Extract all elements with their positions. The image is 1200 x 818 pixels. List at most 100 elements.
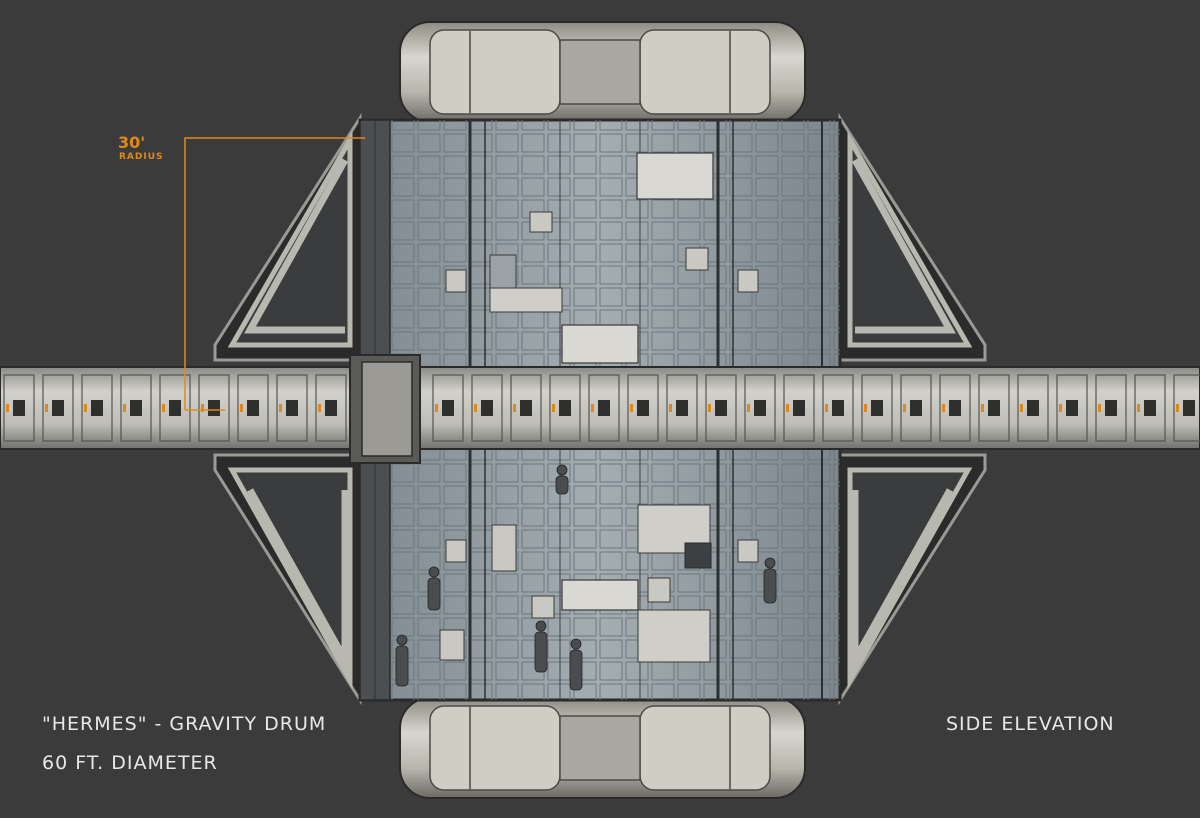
spine-light bbox=[513, 404, 516, 412]
spine-light bbox=[435, 404, 438, 412]
spine-segment bbox=[1056, 374, 1088, 442]
crew-figure bbox=[555, 464, 569, 495]
spine-hatch bbox=[520, 400, 532, 416]
spine-segment bbox=[81, 374, 113, 442]
spine-hatch bbox=[871, 400, 883, 416]
spine-segment bbox=[315, 374, 347, 442]
crew-figure bbox=[395, 634, 409, 687]
diameter-label: 60 FT. DIAMETER bbox=[42, 752, 218, 774]
spine-segment bbox=[471, 374, 503, 442]
crew-figure bbox=[427, 566, 441, 611]
spine-light bbox=[240, 404, 243, 412]
spine-segment bbox=[666, 374, 698, 442]
spine-segment bbox=[822, 374, 854, 442]
spine-light bbox=[1098, 404, 1101, 412]
spine-segment bbox=[237, 374, 269, 442]
spine-segment bbox=[198, 374, 230, 442]
spine-light bbox=[786, 404, 789, 412]
spine-light bbox=[1176, 404, 1179, 412]
spine-hatch bbox=[715, 400, 727, 416]
spine-segment bbox=[276, 374, 308, 442]
crew-figure bbox=[763, 557, 777, 604]
spine-light bbox=[1137, 404, 1140, 412]
spine-hatch bbox=[481, 400, 493, 416]
spine-light bbox=[6, 404, 9, 412]
spine-segment bbox=[120, 374, 152, 442]
left-truss bbox=[213, 112, 362, 706]
spine-segment bbox=[1017, 374, 1049, 442]
spine-segment bbox=[861, 374, 893, 442]
spine-light bbox=[903, 404, 906, 412]
spine-segment bbox=[783, 374, 815, 442]
spine-light bbox=[1059, 404, 1062, 412]
spine-hatch bbox=[832, 400, 844, 416]
spine-hatch bbox=[130, 400, 142, 416]
spine-light bbox=[1020, 404, 1023, 412]
spine-hatch bbox=[1144, 400, 1156, 416]
spine-hatch bbox=[52, 400, 64, 416]
spine-segment bbox=[42, 374, 74, 442]
spine-hatch bbox=[793, 400, 805, 416]
spine-hatch bbox=[988, 400, 1000, 416]
spine-light bbox=[942, 404, 945, 412]
spine-segment bbox=[549, 374, 581, 442]
radius-value-label: 30' bbox=[118, 133, 146, 152]
spine-segment bbox=[3, 374, 35, 442]
spine-hatch bbox=[910, 400, 922, 416]
spine-hatch bbox=[949, 400, 961, 416]
spine-light bbox=[162, 404, 165, 412]
spine-hatch bbox=[598, 400, 610, 416]
spine-segment bbox=[705, 374, 737, 442]
spine-hatch bbox=[1183, 400, 1195, 416]
spine-hatch bbox=[247, 400, 259, 416]
spine-light bbox=[45, 404, 48, 412]
spine-hatch bbox=[169, 400, 181, 416]
spine-segments bbox=[3, 374, 1200, 442]
spine-segment bbox=[939, 374, 971, 442]
spine-hatch bbox=[325, 400, 337, 416]
spine-hatch bbox=[13, 400, 25, 416]
spine-hatch bbox=[442, 400, 454, 416]
drawing-title: "HERMES" - GRAVITY DRUM bbox=[42, 713, 327, 735]
spine-hatch bbox=[559, 400, 571, 416]
spine-hatch bbox=[754, 400, 766, 416]
spine-hatch bbox=[1105, 400, 1117, 416]
spine-hatch bbox=[208, 400, 220, 416]
spine-segment bbox=[900, 374, 932, 442]
spine-light bbox=[474, 404, 477, 412]
spine-light bbox=[864, 404, 867, 412]
spine-segment bbox=[588, 374, 620, 442]
spine-light bbox=[630, 404, 633, 412]
spine-segment bbox=[159, 374, 191, 442]
spine-segment bbox=[978, 374, 1010, 442]
spine-hatch bbox=[91, 400, 103, 416]
spine-hatch bbox=[676, 400, 688, 416]
spine-light bbox=[201, 404, 204, 412]
spine-light bbox=[981, 404, 984, 412]
spine-hatch bbox=[1066, 400, 1078, 416]
radius-word-label: RADIUS bbox=[119, 152, 164, 162]
spine-segment bbox=[627, 374, 659, 442]
spine-light bbox=[123, 404, 126, 412]
spine-light bbox=[669, 404, 672, 412]
spine-segment bbox=[432, 374, 464, 442]
spine-segment bbox=[1173, 374, 1200, 442]
bottom-habitat-pod bbox=[399, 697, 806, 799]
spine-segment bbox=[1134, 374, 1166, 442]
radius-dimension bbox=[184, 137, 365, 411]
spine-hatch bbox=[637, 400, 649, 416]
crew-figure bbox=[534, 620, 548, 673]
spine-hatch bbox=[1027, 400, 1039, 416]
spine-light bbox=[84, 404, 87, 412]
top-habitat-pod bbox=[399, 21, 806, 123]
crew-figure bbox=[569, 638, 583, 691]
spine-hatch bbox=[286, 400, 298, 416]
crew-figures bbox=[395, 392, 777, 691]
spine-light bbox=[591, 404, 594, 412]
spine-light bbox=[279, 404, 282, 412]
spine-light bbox=[825, 404, 828, 412]
spine-light bbox=[318, 404, 321, 412]
view-label: SIDE ELEVATION bbox=[946, 713, 1115, 735]
spine-light bbox=[552, 404, 555, 412]
